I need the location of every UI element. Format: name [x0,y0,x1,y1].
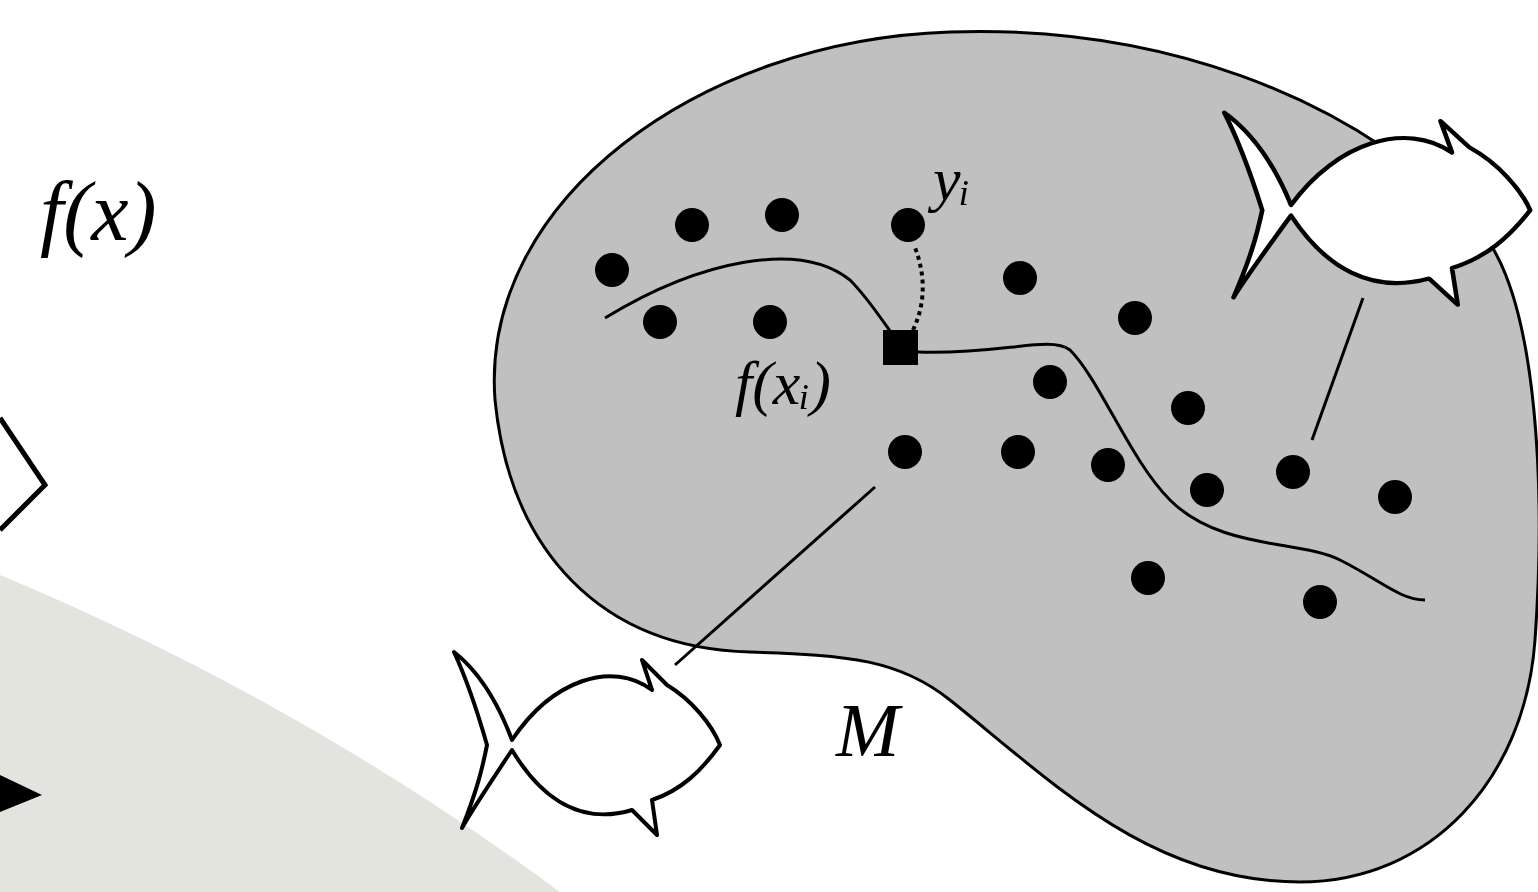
fish-icon [1224,113,1530,305]
manifold-label: M [836,692,899,768]
projection-square [883,330,918,365]
fish-icon [454,652,720,835]
fish-fragment [0,418,45,530]
pale-wedge [0,575,560,892]
residual-line [913,245,923,330]
leader-line [1312,298,1363,440]
data-points [595,198,1412,619]
function-label: f(x) [40,170,157,254]
manifold-curve [605,259,1425,600]
arrow-head [0,775,42,812]
leader-line [675,487,875,665]
projection-label: f(xᵢ) [735,352,831,414]
point-label: yᵢ [933,148,970,210]
